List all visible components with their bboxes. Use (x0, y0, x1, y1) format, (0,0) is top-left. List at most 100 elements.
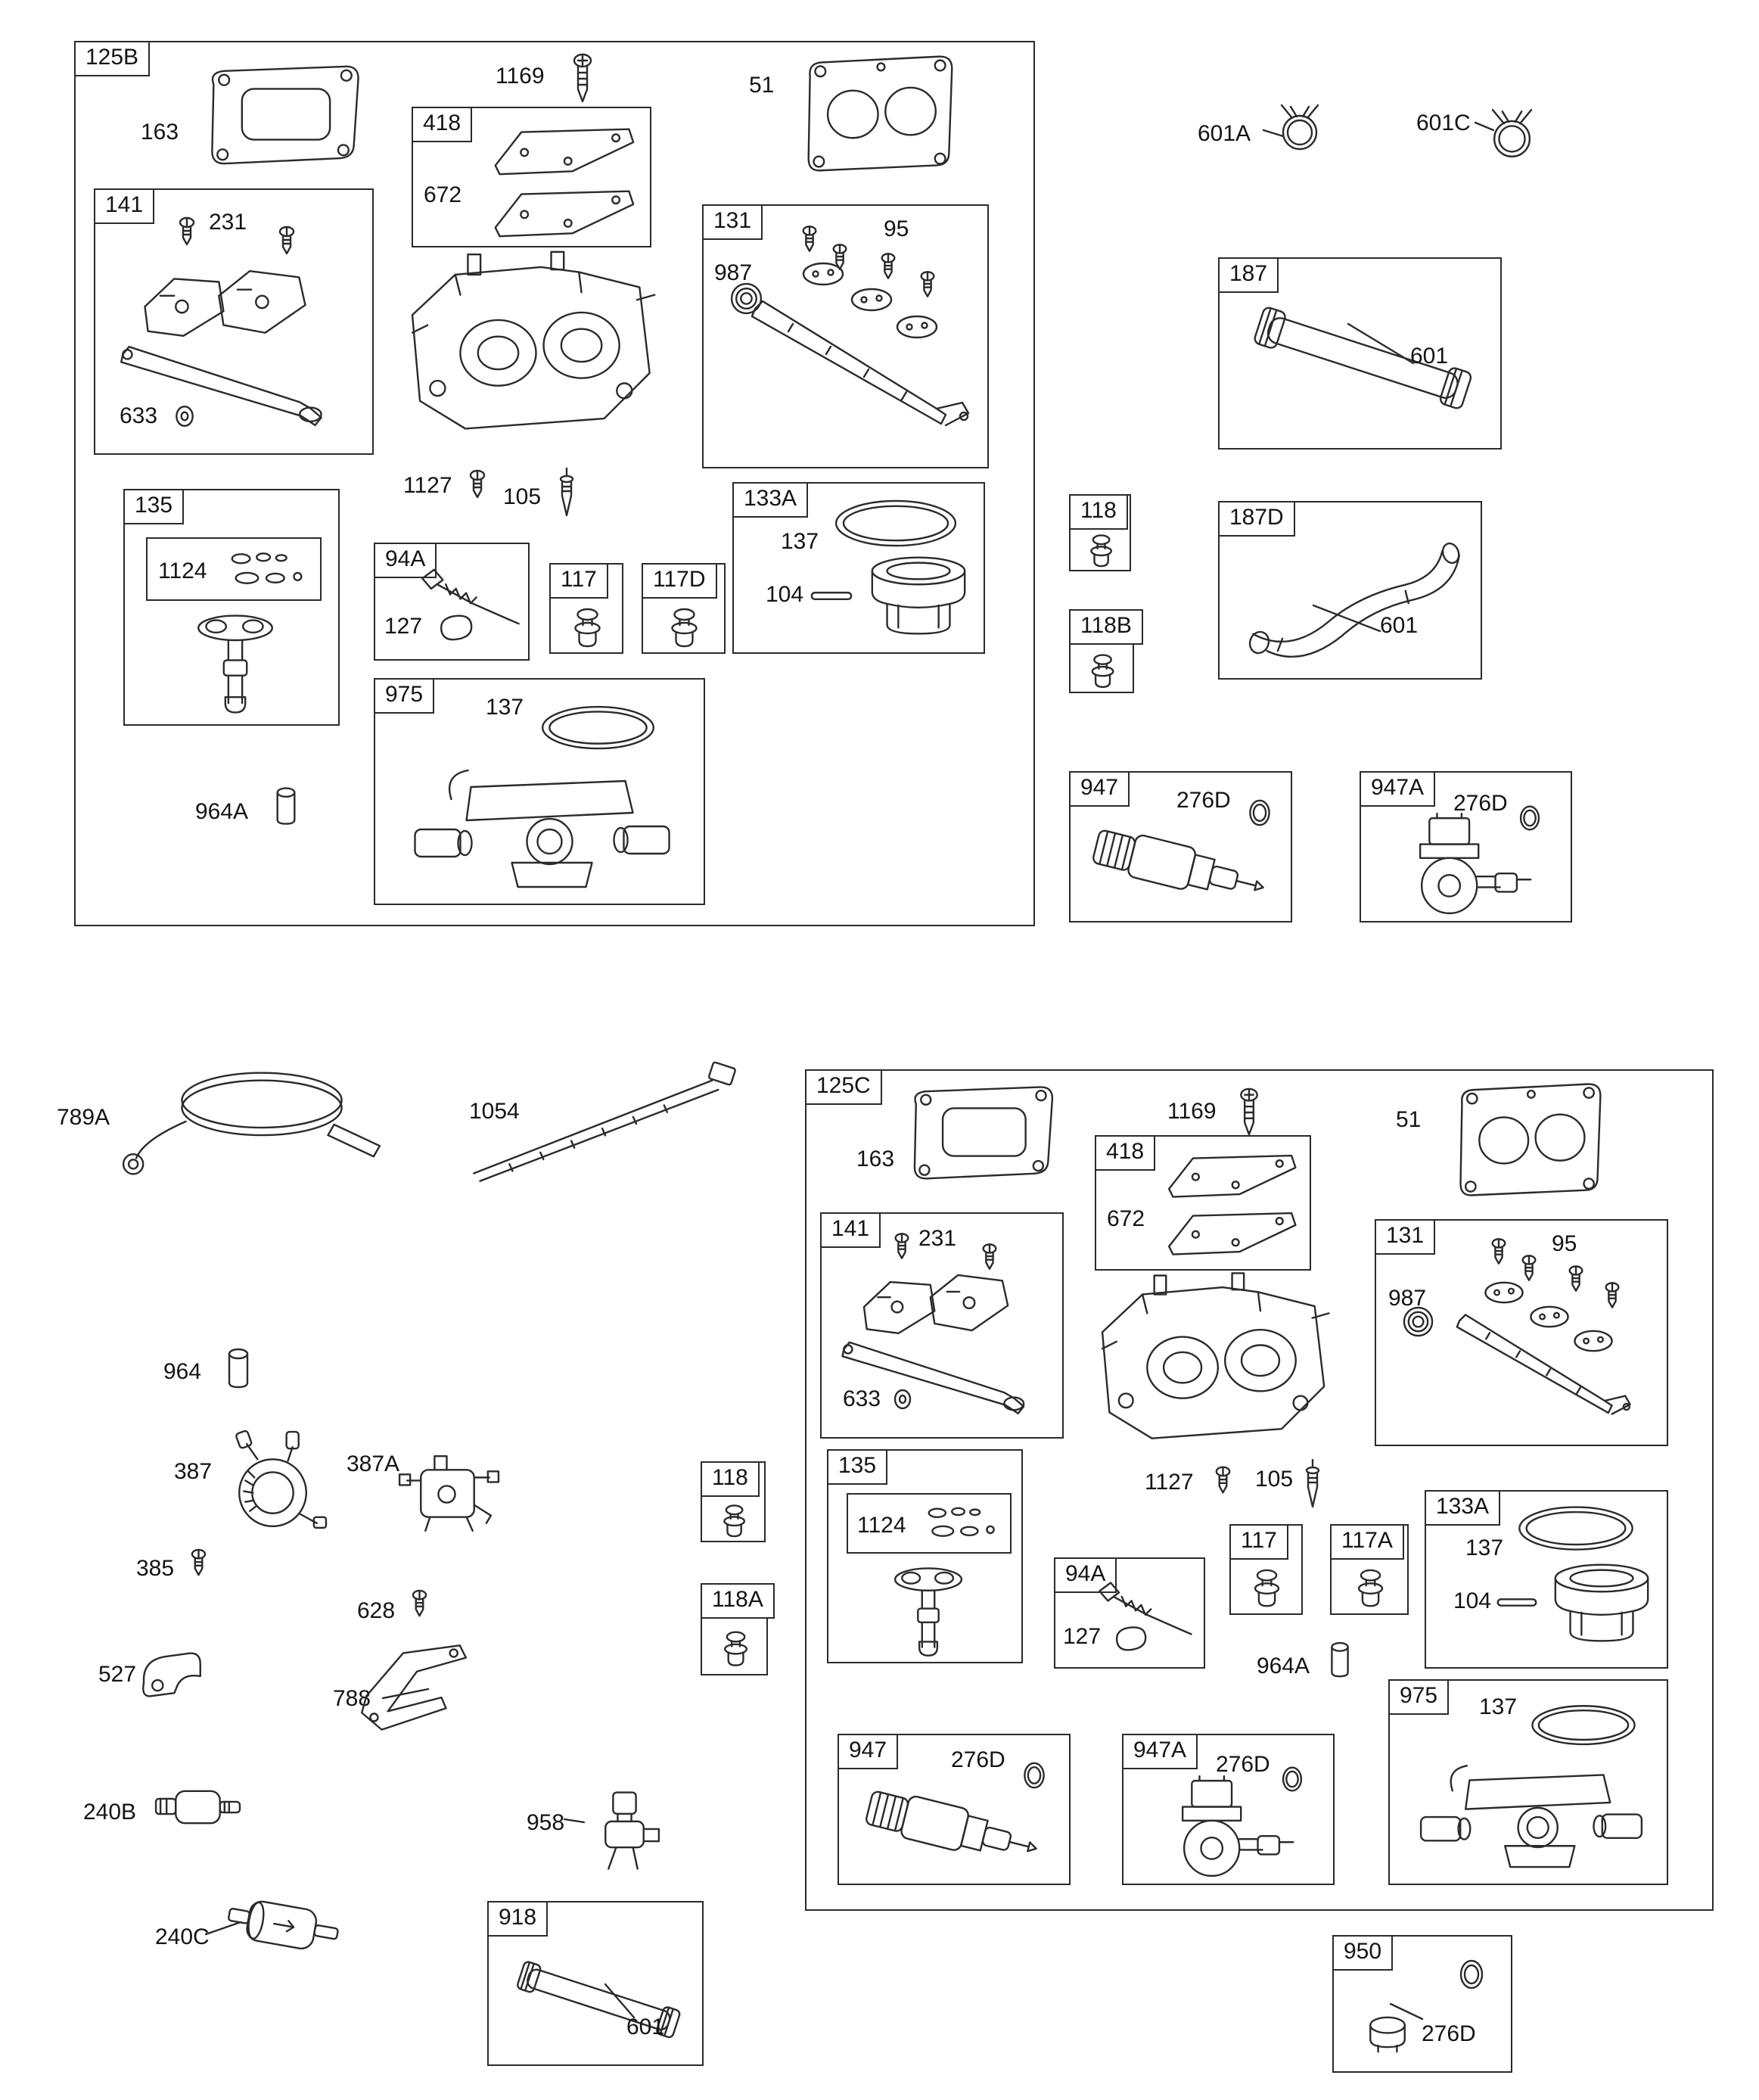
callout-box-135: 135 1124 (827, 1449, 1023, 1663)
valve-seat-illustration (1354, 1568, 1388, 1610)
part-label-1054: 1054 (469, 1099, 520, 1124)
callout-tag-141: 141 (94, 188, 155, 224)
fuel-pipe-illustration (505, 1943, 691, 2057)
o-ring-illustration (828, 496, 963, 552)
fuel-pump-illustration (398, 1433, 501, 1551)
part-label-137: 137 (781, 529, 819, 554)
valve-seat-illustration (667, 607, 702, 651)
fuel-solenoid-illustration (1084, 818, 1279, 918)
callout-box-117: 117 (549, 563, 623, 654)
fuel-solenoid-illustration (856, 1779, 1054, 1879)
callout-box-94A: 94A 127 (374, 543, 530, 661)
part-label-276D: 276D (1176, 788, 1231, 813)
carburetor-illustration (390, 249, 667, 452)
callout-tag-118: 118 (1069, 494, 1128, 530)
hose-clamp-illustration (1480, 104, 1544, 162)
callout-box-187D: 187D 601 (1218, 501, 1482, 680)
throttle-disc-illustration (800, 260, 846, 288)
callout-box-125B: 125B 163 1169 51 418 672 141 231 633 131… (74, 41, 1035, 926)
throttle-shaft-illustration (1431, 1310, 1658, 1440)
callout-tag-187D: 187D (1218, 501, 1295, 537)
float-illustration (883, 1564, 974, 1661)
wire-harness-illustration (113, 1059, 395, 1184)
inlet-seat-illustration (1111, 1622, 1149, 1653)
callout-box-118: 118 (701, 1461, 766, 1542)
part-label-163: 163 (856, 1146, 895, 1171)
part-label-601A: 601A (1198, 121, 1251, 146)
callout-box-133A: 133A 137 104 (1425, 1490, 1668, 1669)
part-label-95: 95 (884, 216, 909, 241)
choke-plates-illustration (856, 1267, 1017, 1339)
callout-box-947A: 947A 276D (1122, 1734, 1335, 1885)
callout-tag-118A: 118A (701, 1583, 775, 1619)
cable-tie-illustration (463, 1056, 741, 1190)
gasket-set-illustration (918, 1502, 1008, 1546)
o-ring-illustration (536, 701, 660, 755)
callout-box-187: 187 601 (1218, 257, 1502, 450)
part-label-104: 104 (766, 582, 804, 607)
part-label-105: 105 (1255, 1467, 1294, 1492)
valve-seat-illustration (1086, 534, 1117, 570)
valve-seat-illustration (570, 607, 605, 651)
part-label-964: 964 (163, 1359, 202, 1384)
part-label-633: 633 (120, 403, 158, 428)
part-label-276D: 276D (1422, 2021, 1476, 2046)
part-label-601: 601 (1410, 344, 1449, 369)
part-label-385: 385 (136, 1556, 175, 1581)
part-label-672: 672 (424, 182, 462, 207)
part-label-276D: 276D (1453, 791, 1508, 816)
bracket-illustration (345, 1632, 475, 1747)
valve-seat-illustration (719, 1504, 751, 1540)
callout-tag-125C: 125C (805, 1069, 882, 1105)
part-label-1127: 1127 (1145, 1470, 1194, 1495)
plug-illustration (274, 786, 298, 828)
part-label-1169: 1169 (496, 64, 545, 89)
fuel-filter-illustration (223, 1883, 346, 1971)
part-label-1124: 1124 (857, 1513, 906, 1538)
callout-tag-141: 141 (820, 1212, 881, 1248)
gasket-set-illustration (220, 548, 317, 593)
callout-tag-418: 418 (412, 107, 473, 142)
part-label-1124: 1124 (158, 558, 207, 583)
callout-box-418: 418 672 (1095, 1135, 1311, 1271)
part-label-276D: 276D (1216, 1752, 1270, 1777)
callout-tag-947A: 947A (1360, 771, 1436, 807)
fuel-pump-illustration (218, 1426, 328, 1544)
carburetor-illustration (1081, 1271, 1341, 1460)
needle-valve-illustration (557, 465, 576, 519)
o-ring-illustration (1526, 1700, 1641, 1750)
callout-box-118: 118 (1069, 494, 1131, 571)
part-label-964A: 964A (1257, 1654, 1310, 1678)
callout-box-947: 947 276D (1069, 771, 1292, 922)
washer-illustration (893, 1388, 912, 1411)
plate-illustration (1158, 1150, 1304, 1200)
callout-tag-975: 975 (374, 678, 435, 714)
washer-illustration (174, 404, 195, 428)
bowl-nut-illustration (862, 552, 974, 644)
hose-clamp-illustration (1270, 100, 1330, 154)
screw-illustration (1603, 1281, 1621, 1310)
saddle-clamp-illustration (133, 1642, 221, 1712)
callout-box-117A: 117A (1330, 1524, 1409, 1615)
callout-box-141: 141 231 633 (94, 188, 374, 455)
callout-box-418: 418 672 (412, 107, 651, 247)
screw-illustration (571, 53, 594, 104)
part-label-1169: 1169 (1167, 1099, 1217, 1124)
plate-illustration (483, 123, 643, 178)
part-label-987: 987 (714, 260, 753, 285)
flange-gasket-illustration (1450, 1078, 1609, 1201)
part-label-240B: 240B (83, 1800, 137, 1825)
screw-illustration (189, 1548, 208, 1577)
callout-box-950: 950 276D (1332, 1935, 1512, 2073)
plate-illustration (483, 185, 643, 240)
o-ring-illustration (1456, 1956, 1487, 1993)
part-label-51: 51 (749, 73, 775, 98)
part-label-95: 95 (1552, 1231, 1577, 1256)
intake-gasket-illustration (897, 1083, 1068, 1181)
part-label-104: 104 (1453, 1588, 1492, 1613)
part-label-137: 137 (1465, 1535, 1504, 1560)
fuel-filter-illustration (150, 1774, 245, 1843)
part-label-601: 601 (1380, 613, 1419, 638)
part-label-137: 137 (1479, 1694, 1518, 1719)
